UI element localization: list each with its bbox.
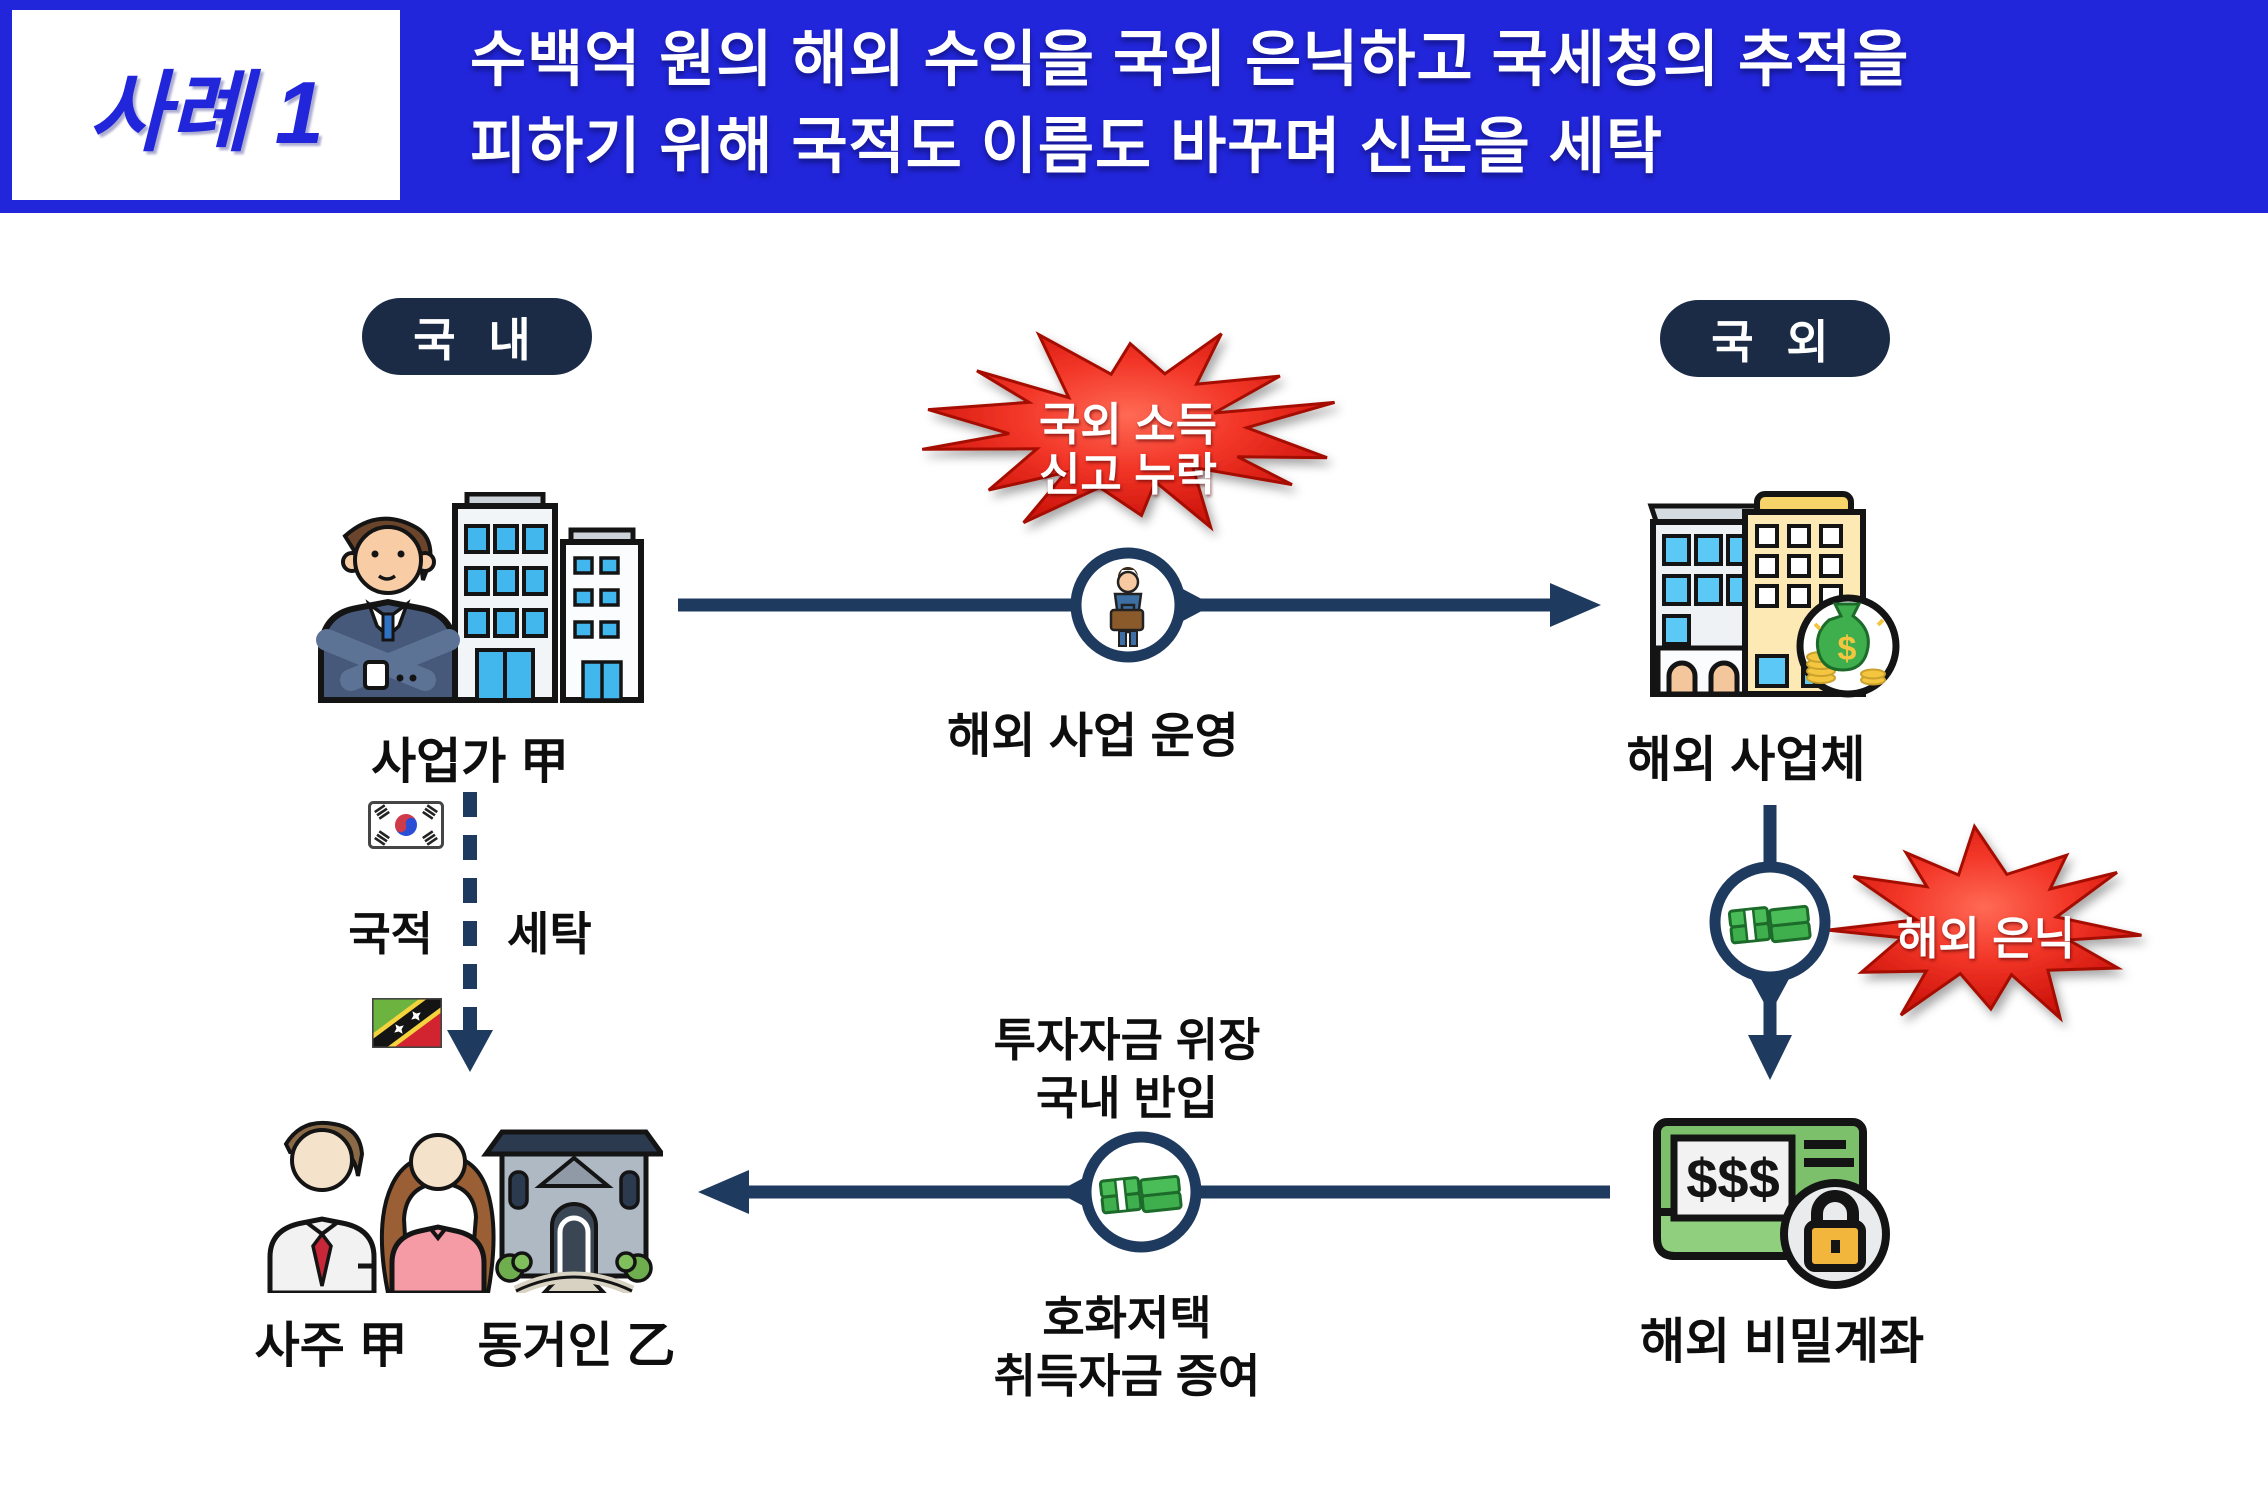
money-bag-badge-icon: $ (1796, 594, 1900, 698)
briefcase-man-icon (1109, 565, 1145, 648)
label-secret-account: 해외 비밀계좌 (1639, 1315, 1925, 1369)
money-bag-dollar: $ (1838, 630, 1857, 668)
cash-bundle-icon (1727, 901, 1812, 948)
label-overseas-company: 해외 사업체 (1626, 733, 1866, 787)
label-family: 사주 甲 동거인 乙 (255, 1306, 676, 1377)
label-repatriation-top2: 국내 반입 (1035, 1072, 1219, 1124)
overseas-building-money-icon: $ (1647, 491, 1900, 698)
label-repatriation-top1: 투자자금 위장 (993, 1014, 1261, 1066)
saint-kitts-nevis-flag-icon (372, 998, 442, 1048)
couple-mansion-icon (267, 1121, 663, 1293)
label-nationality-right: 세탁 (507, 908, 592, 960)
label-family-owner: 사주 甲 (254, 1319, 408, 1373)
label-businessman: 사업가 甲 (371, 735, 569, 789)
label-family-partner: 동거인 乙 (477, 1319, 676, 1373)
region-pill-domestic-label: 국 내 (413, 313, 541, 366)
arrow-repatriation (698, 1131, 1610, 1253)
label-nationality-laundering: 국적 세탁 (348, 898, 591, 964)
alert-offshore-hiding-line1: 해외 은닉 (1896, 913, 2076, 964)
header-title: 수백억 원의 해외 수익을 국외 은닉하고 국세청의 추적을 피하기 위해 국적… (470, 16, 1909, 190)
header-title-line2: 피하기 위해 국적도 이름도 바꾸며 신분을 세탁 (470, 112, 1663, 180)
alert-unreported-income-line2: 신고 누락 (1038, 449, 1218, 500)
lock-icon (1780, 1179, 1890, 1289)
passbook-dollar-text: $$$ (1686, 1147, 1779, 1210)
header-title-line1: 수백억 원의 해외 수익을 국외 은닉하고 국세청의 추적을 (470, 25, 1910, 93)
case-number-box: 사례 1 (12, 10, 400, 200)
region-pill-domestic: 국 내 (362, 298, 592, 375)
arrow-overseas-business (678, 547, 1601, 663)
cash-bundle-icon (1098, 1171, 1183, 1218)
alert-unreported-income-line1: 국외 소득 (1038, 399, 1218, 450)
korea-flag-icon (368, 801, 444, 849)
arrow-offshore-hiding (1709, 805, 1831, 1080)
case-number-label: 사례 1 (88, 62, 324, 162)
passbook-lock-icon: $$$ (1653, 1118, 1890, 1289)
label-nationality-left: 국적 (348, 908, 433, 960)
label-overseas-business: 해외 사업 운영 (947, 710, 1239, 763)
region-pill-overseas-label: 국 외 (1711, 315, 1839, 368)
businessman-building-icon (316, 492, 644, 703)
label-repatriation-bottom1: 호화저택 (1042, 1292, 1212, 1344)
label-repatriation-bottom2: 취득자금 증여 (993, 1350, 1261, 1402)
region-pill-overseas: 국 외 (1660, 300, 1890, 377)
